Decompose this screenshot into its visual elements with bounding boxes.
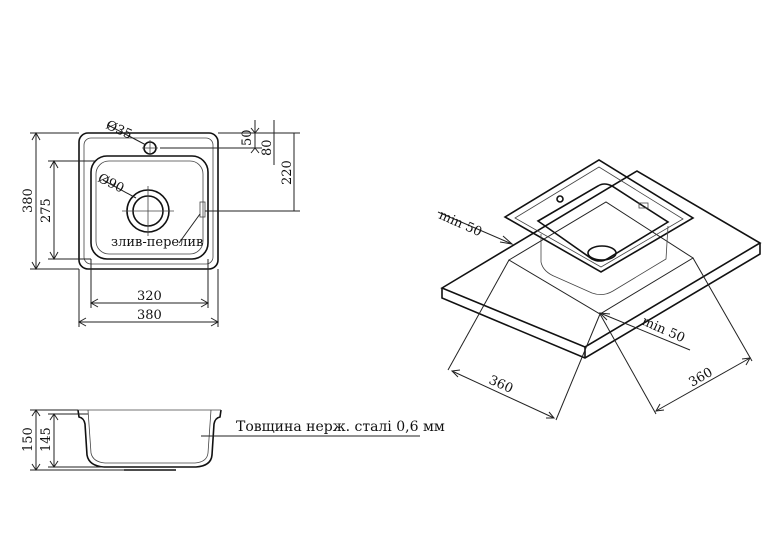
label-d35: Ø35 [103, 118, 134, 143]
dim-150: 150 [21, 427, 36, 452]
isometric-view: min 50 min 50 360 360 [436, 159, 762, 421]
iso-sink-rim-inner [514, 166, 684, 268]
top-view: Ø35 Ø90 злив-перелив 50 80 220 380 275 3… [21, 118, 300, 327]
iso-bowl-depth [540, 225, 669, 295]
label-drain-overflow: злив-перелив [111, 235, 203, 250]
dim-360-right: 360 [687, 365, 716, 390]
side-view: 150 145 Товщина нерж. сталі 0,6 мм [21, 409, 445, 471]
sink-profile-inner [87, 409, 212, 464]
countertop-cutout [508, 201, 694, 315]
dim-380-vertical: 380 [21, 188, 36, 213]
dim-275: 275 [39, 198, 54, 223]
dim-220: 220 [280, 160, 295, 185]
dim-80: 80 [260, 139, 275, 156]
label-d90: Ø90 [95, 171, 126, 196]
dim-min50-top: min 50 [436, 208, 484, 240]
sink-bowl [90, 155, 209, 260]
dim-380-horizontal: 380 [137, 308, 162, 323]
steel-thickness-note: Товщина нерж. сталі 0,6 мм [236, 419, 445, 435]
iso-drain [587, 245, 617, 261]
dim-320: 320 [137, 289, 162, 304]
sink-outer-rim [78, 132, 219, 270]
sink-bowl-inner [95, 160, 204, 255]
iso-sink-rim-outer [503, 159, 695, 273]
overflow-slot [199, 201, 206, 218]
iso-sink-bowl [536, 183, 670, 262]
dim-145: 145 [39, 427, 54, 452]
dim-min50-right: min 50 [639, 314, 687, 346]
sink-rim-inner-edge [83, 137, 214, 265]
countertop-top [440, 170, 762, 348]
dim-50: 50 [240, 129, 255, 146]
sink-profile-outer [77, 409, 222, 468]
iso-overflow [638, 202, 649, 209]
iso-tap-hole [556, 195, 564, 203]
